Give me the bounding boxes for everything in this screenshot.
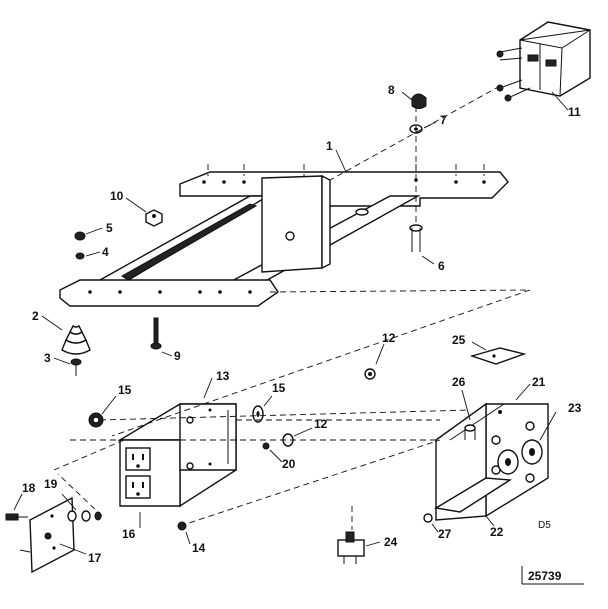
- part-12-grommet: [364, 343, 385, 380]
- callout-24: 24: [384, 535, 398, 549]
- section-code: D5: [538, 520, 551, 531]
- callout-13: 13: [216, 369, 230, 383]
- callout-labels: 1 2 3 4 5 6 7 8 9 10 11 12 12 13 14 15 1…: [22, 83, 582, 565]
- callout-21: 21: [532, 375, 546, 389]
- part-1-bracket-frame: [59, 149, 509, 307]
- part-12-grommet-box: [282, 427, 313, 447]
- part-11-switch-block: [496, 21, 591, 111]
- part-7-washer: [409, 121, 437, 134]
- part-18-screw: [5, 493, 28, 521]
- part-10-nut: [125, 197, 163, 227]
- part-14-screw: [177, 521, 191, 545]
- callout-19: 19: [44, 477, 58, 491]
- callout-23: 23: [568, 401, 582, 415]
- part-3-screw: [53, 357, 82, 376]
- drawing-number: 25739: [528, 569, 562, 583]
- callout-2: 2: [32, 309, 39, 323]
- callout-5: 5: [106, 221, 113, 235]
- part-4-washer: [75, 251, 101, 260]
- callout-15: 15: [118, 383, 132, 397]
- callout-27: 27: [438, 527, 452, 541]
- callout-9: 9: [174, 349, 181, 363]
- drawing-number-box: 25739: [521, 566, 584, 585]
- part-9-screw: [150, 317, 173, 357]
- callout-26: 26: [452, 375, 466, 389]
- part-26-standoff: [461, 389, 476, 440]
- part-27-screw: [423, 513, 439, 533]
- callout-1: 1: [326, 139, 333, 153]
- part-24-toggle-switch: [337, 506, 381, 564]
- callout-8: 8: [388, 83, 395, 97]
- callout-17: 17: [88, 551, 102, 565]
- part-21-base-chassis: [434, 383, 557, 527]
- callout-10: 10: [110, 189, 124, 203]
- callout-14: 14: [192, 541, 206, 555]
- callout-12: 12: [382, 331, 396, 345]
- part-6-screw: [409, 224, 435, 265]
- part-15-bushing-left: [88, 395, 117, 428]
- callout-20: 20: [282, 457, 296, 471]
- part-8-knob: [401, 91, 427, 109]
- part-25-cover-plate: [469, 341, 527, 365]
- callout-4: 4: [102, 245, 109, 259]
- callout-6: 6: [438, 259, 445, 273]
- callout-12-box: 12: [314, 417, 328, 431]
- part-17-plate: [19, 496, 87, 574]
- callout-16: 16: [122, 527, 136, 541]
- callout-15-right: 15: [272, 381, 286, 395]
- part-20-screw: [262, 442, 283, 463]
- part-15-bushing-right: [252, 395, 273, 423]
- part-2-rubber-foot: [41, 315, 91, 355]
- part-19-washers: [61, 493, 102, 522]
- receptacle-lower: [125, 475, 151, 499]
- callout-25: 25: [452, 333, 466, 347]
- receptacle-upper: [125, 447, 151, 471]
- callout-22: 22: [490, 525, 504, 539]
- part-13-outlet-box: [117, 377, 237, 528]
- callout-3: 3: [44, 351, 51, 365]
- callout-11: 11: [568, 105, 581, 119]
- callout-18: 18: [22, 481, 36, 495]
- assembly-lines: [6, 85, 531, 527]
- part-5-nut: [74, 227, 103, 241]
- callout-7: 7: [440, 113, 447, 127]
